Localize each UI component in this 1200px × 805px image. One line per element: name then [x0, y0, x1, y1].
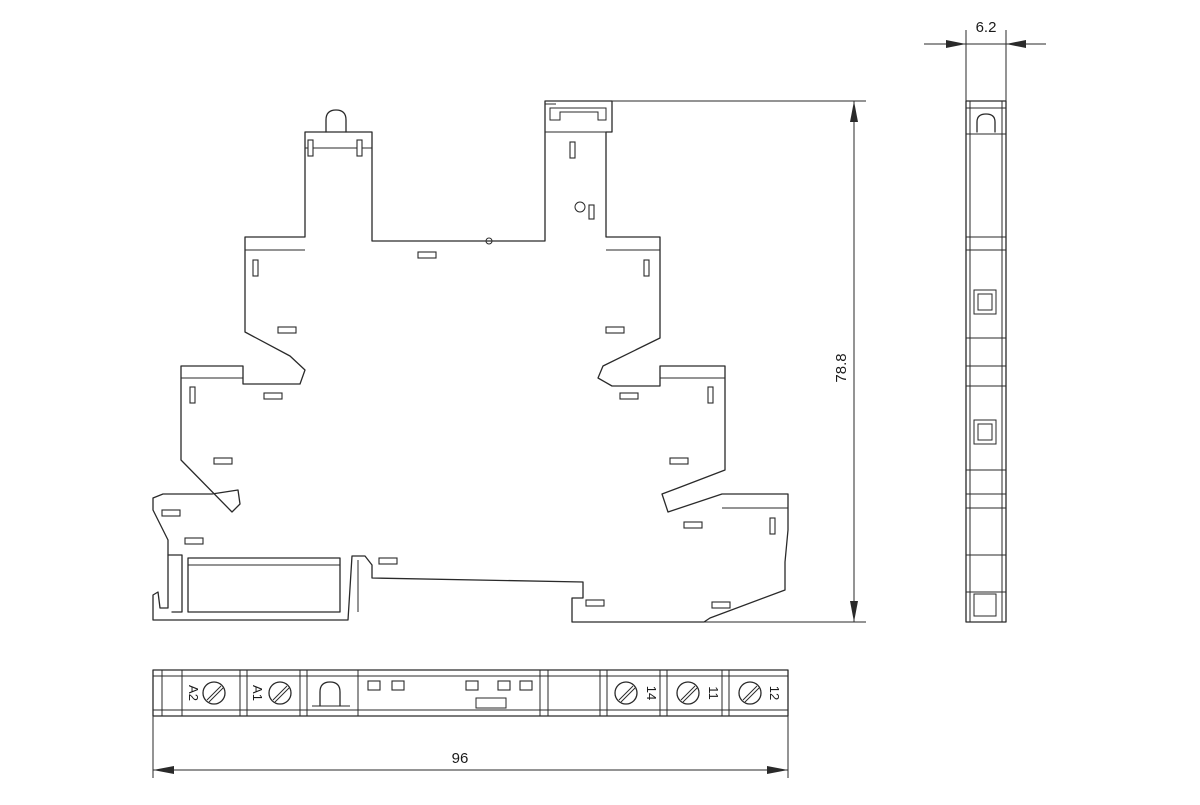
length-label: 96 — [452, 750, 469, 767]
clip-window — [973, 593, 997, 617]
front-view — [152, 100, 789, 623]
length-dimension: 96 — [152, 716, 789, 778]
screw-icon — [676, 681, 700, 705]
screw-slot — [680, 685, 696, 701]
front-slots — [161, 139, 776, 609]
top-view: A2 A1 14 11 12 — [152, 669, 789, 717]
screw-icon — [202, 681, 226, 705]
front-view-outline — [152, 100, 789, 623]
screw-icon — [738, 681, 762, 705]
screw-slot — [272, 685, 288, 701]
terminal-label-14: 14 — [644, 686, 659, 700]
screw-slot — [744, 687, 760, 703]
screw-slot — [682, 687, 698, 703]
led-hole — [319, 681, 341, 707]
vent-slot — [391, 680, 405, 691]
terminal-label-a1: A1 — [250, 685, 265, 701]
slot — [683, 521, 703, 529]
side-width-label: 6.2 — [976, 19, 997, 36]
screw-slot — [208, 687, 224, 703]
terminal-label-12: 12 — [767, 686, 782, 700]
led-indicator — [325, 109, 347, 133]
screw-icon — [614, 681, 638, 705]
screw-terminal — [738, 681, 762, 705]
slot — [588, 204, 595, 220]
screw-slot — [742, 685, 758, 701]
led-indicator-side — [976, 113, 996, 133]
side-view-outline — [965, 100, 1007, 623]
screw-terminal — [202, 681, 226, 705]
slot — [277, 326, 297, 334]
release-lever — [187, 557, 341, 613]
slot — [619, 392, 639, 400]
slot — [213, 457, 233, 465]
screw-slot — [618, 685, 634, 701]
din-hook — [549, 107, 607, 121]
slot — [189, 386, 196, 404]
arrow-right — [946, 40, 966, 48]
terminal-window-inner — [977, 293, 993, 311]
arrow-right — [767, 766, 788, 774]
vent-slot — [367, 680, 381, 691]
screw-icon — [268, 681, 292, 705]
slot — [378, 557, 398, 565]
slot — [585, 599, 605, 607]
terminal-label-11: 11 — [706, 686, 721, 700]
arrow-left — [1006, 40, 1026, 48]
side-view — [965, 100, 1007, 623]
slot — [643, 259, 650, 277]
arrow-down — [850, 601, 858, 622]
slot — [569, 141, 576, 159]
slot — [417, 251, 437, 259]
vent-slot — [465, 680, 479, 691]
release-tab — [475, 697, 507, 709]
terminal-window — [973, 419, 997, 445]
top-view-outline — [152, 669, 789, 717]
slot — [307, 139, 314, 157]
height-label: 78.8 — [833, 353, 850, 382]
slot — [184, 537, 204, 545]
slot — [263, 392, 283, 400]
height-dimension: 78.8 — [612, 100, 866, 623]
slot — [769, 517, 776, 535]
vent-slot — [497, 680, 511, 691]
slot — [252, 259, 259, 277]
slot — [356, 139, 363, 157]
slot — [669, 457, 689, 465]
screw-terminal — [676, 681, 700, 705]
screw-terminal — [268, 681, 292, 705]
terminal-window — [973, 289, 997, 315]
screw-slot — [274, 687, 290, 703]
slot — [161, 509, 181, 517]
terminal-window-inner — [977, 423, 993, 441]
arrow-up — [850, 101, 858, 122]
vent-slot — [519, 680, 533, 691]
slot — [711, 601, 731, 609]
screw-slot — [620, 687, 636, 703]
mount-hole — [574, 201, 586, 213]
arrow-left — [153, 766, 174, 774]
side-width-dimension: 6.2 — [924, 19, 1046, 101]
terminal-label-a2: A2 — [186, 685, 201, 701]
screw-terminal — [614, 681, 638, 705]
slot — [707, 386, 714, 404]
din-clip — [167, 554, 183, 613]
screw-slot — [206, 685, 222, 701]
mount-hole — [485, 237, 493, 245]
slot — [605, 326, 625, 334]
